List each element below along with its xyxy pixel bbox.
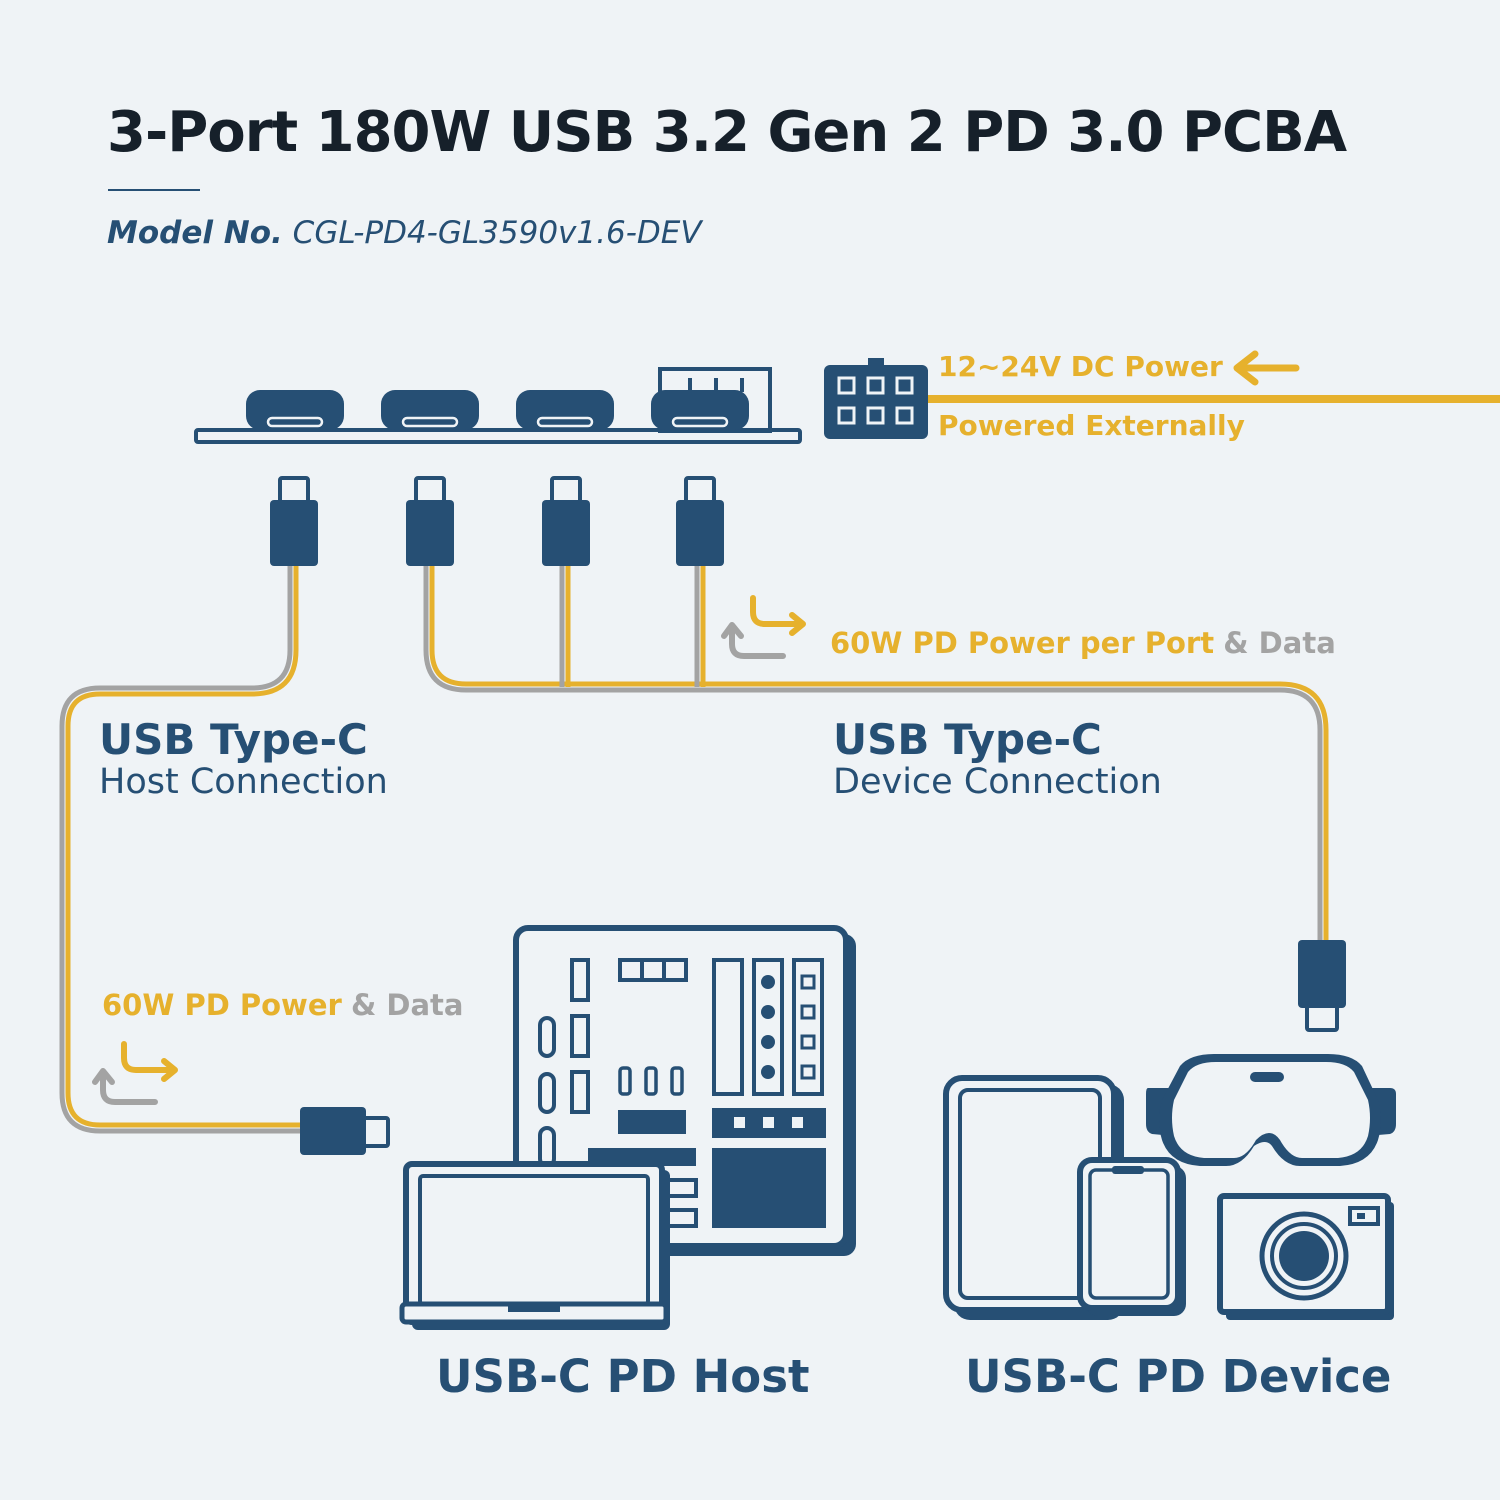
pcb-board [194,367,802,444]
bidirectional-arrow-icon [721,595,806,659]
page-title: 3-Port 180W USB 3.2 Gen 2 PD 3.0 PCBA [107,100,1347,165]
device-caption: USB-C PD Device [965,1350,1392,1403]
usb-c-port [516,390,614,430]
host-link-data-text: & Data [351,988,464,1022]
dc-power-connector-icon [824,358,928,439]
host-connection-subtitle: Host Connection [99,762,388,802]
usb-c-plug-icon [270,476,318,566]
dc-power-label: 12~24V DC Power [938,350,1223,383]
model-number: Model No. CGL-PD4-GL3590v1.6-DEV [107,215,702,251]
host-link-power-text: 60W PD Power [102,988,342,1022]
port4-cable [694,565,706,687]
usb-c-plug-icon [1298,940,1346,1032]
device-port-data-text: & Data [1223,626,1336,660]
device-port-power-label: 60W PD Power per Port & Data [830,626,1336,660]
host-connection-label: USB Type-C Host Connection [99,715,388,803]
laptop-icon [399,1161,670,1330]
model-label: Model No. [107,215,283,251]
title-underline [108,189,200,191]
port3-cable [559,565,571,687]
device-port-power-text: 60W PD Power per Port [830,626,1215,660]
host-caption: USB-C PD Host [436,1350,810,1403]
usb-c-port [381,390,479,430]
device-connection-label: USB Type-C Device Connection [833,715,1162,803]
device-cable [423,565,1329,942]
smartphone-icon [1077,1157,1186,1316]
usb-c-plug-icon [406,476,454,566]
arrow-left-icon [1233,350,1300,386]
host-link-power-label: 60W PD Power & Data [102,988,464,1022]
model-value: CGL-PD4-GL3590v1.6-DEV [292,215,702,251]
host-connection-title: USB Type-C [99,715,368,764]
device-connection-title: USB Type-C [833,715,1102,764]
camera-icon [1217,1193,1394,1320]
usb-c-plug-icon [676,476,724,566]
usb-c-port [651,367,772,433]
bidirectional-arrow-icon [92,1041,178,1105]
vr-headset-icon [1146,1054,1396,1166]
usb-c-port [246,390,344,430]
usb-c-plug-icon [300,1107,390,1155]
host-cable [59,565,302,1134]
device-connection-subtitle: Device Connection [833,762,1162,802]
powered-externally-label: Powered Externally [938,409,1245,442]
usb-c-plug-icon [542,476,590,566]
